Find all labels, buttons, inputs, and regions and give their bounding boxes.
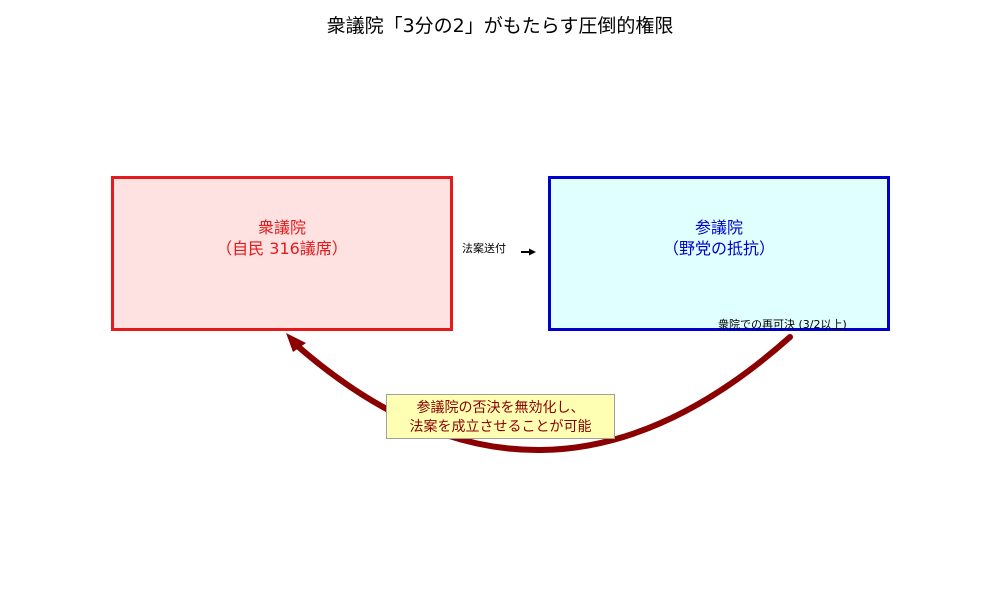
override-callout: 参議院の否決を無効化し、 法案を成立させることが可能 <box>386 394 615 439</box>
shugiin-label-line2: （自民 316議席） <box>216 239 348 258</box>
shugiin-label-line1: 衆議院 <box>257 218 306 237</box>
revote-label: 衆院での再可決 (3/2以上) <box>718 318 847 331</box>
diagram-title: 衆議院「3分の2」がもたらす圧倒的権限 <box>326 15 674 37</box>
sangiin-label-line1: 参議院 <box>694 218 743 237</box>
sangiin-label-line2: （野党の抵抗） <box>662 239 775 258</box>
sangiin-box: 参議院 （野党の抵抗） <box>548 176 890 331</box>
shugiin-label: 衆議院 （自民 316議席） <box>114 217 450 259</box>
callout-line2: 法案を成立させることが可能 <box>409 419 592 435</box>
sangiin-label: 参議院 （野党の抵抗） <box>551 217 887 259</box>
bill-transfer-arrow <box>521 248 536 256</box>
shugiin-box: 衆議院 （自民 316議席） <box>111 176 453 331</box>
bill-transfer-label: 法案送付 <box>462 242 506 255</box>
callout-line1: 参議院の否決を無効化し、 <box>416 400 585 416</box>
